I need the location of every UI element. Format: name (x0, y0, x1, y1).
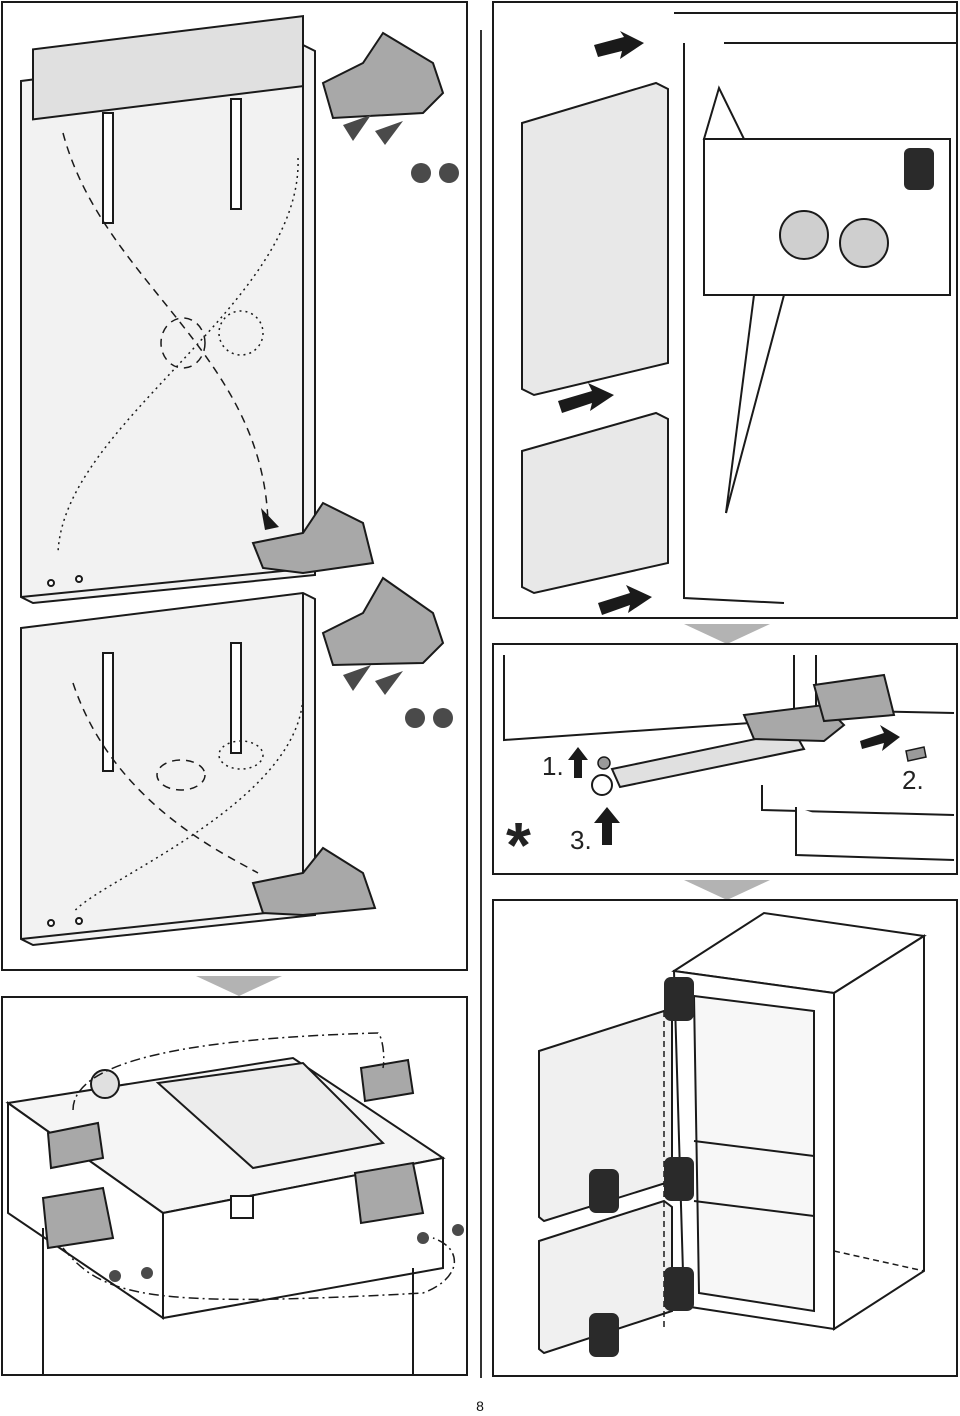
top-bracket-illustration (5, 1032, 464, 1374)
hinge-adjustment-illustration (538, 911, 927, 1357)
upper-door (20, 15, 316, 605)
lower-screws (343, 665, 453, 728)
bracket-screws (109, 1224, 464, 1282)
screwdriver-icon (904, 148, 934, 190)
screwdriver-icon (589, 977, 694, 1357)
column-divider (480, 30, 482, 1378)
hinge-adjustment-panel (492, 899, 958, 1377)
push-arrow-icon (568, 725, 900, 845)
lower-hinge (251, 576, 445, 917)
step-1-label: 1. (542, 751, 564, 781)
doors-mounting-illustration (521, 12, 956, 615)
hinge-transfer-illustration (20, 15, 459, 947)
upper-screws (261, 115, 459, 530)
upper-hinge (251, 31, 445, 575)
flow-arrow-icon (196, 976, 282, 996)
step-2-label: 2. (902, 765, 924, 795)
torx-screw-icon (905, 746, 927, 762)
push-arrow-icon (558, 31, 652, 615)
damper-illustration (503, 655, 955, 861)
hinge-transfer-panel (1, 1, 468, 971)
step-3-label: 3. (570, 825, 592, 855)
bracket-right (353, 1058, 425, 1225)
top-bracket-panel (1, 996, 468, 1376)
flow-arrow-icon (684, 880, 770, 900)
page-number: 8 (476, 1398, 484, 1414)
bracket-left (41, 1121, 115, 1250)
note-asterisk: * (506, 809, 531, 875)
hinge-callout (702, 85, 951, 514)
damper-rod (591, 729, 806, 796)
flow-arrow-icon (684, 624, 770, 644)
doors-mounting-panel (492, 1, 958, 619)
hinge-bracket (742, 673, 896, 743)
damper-pin (597, 756, 611, 770)
damper-installation-panel: 1. 2. 3. * (492, 643, 958, 875)
